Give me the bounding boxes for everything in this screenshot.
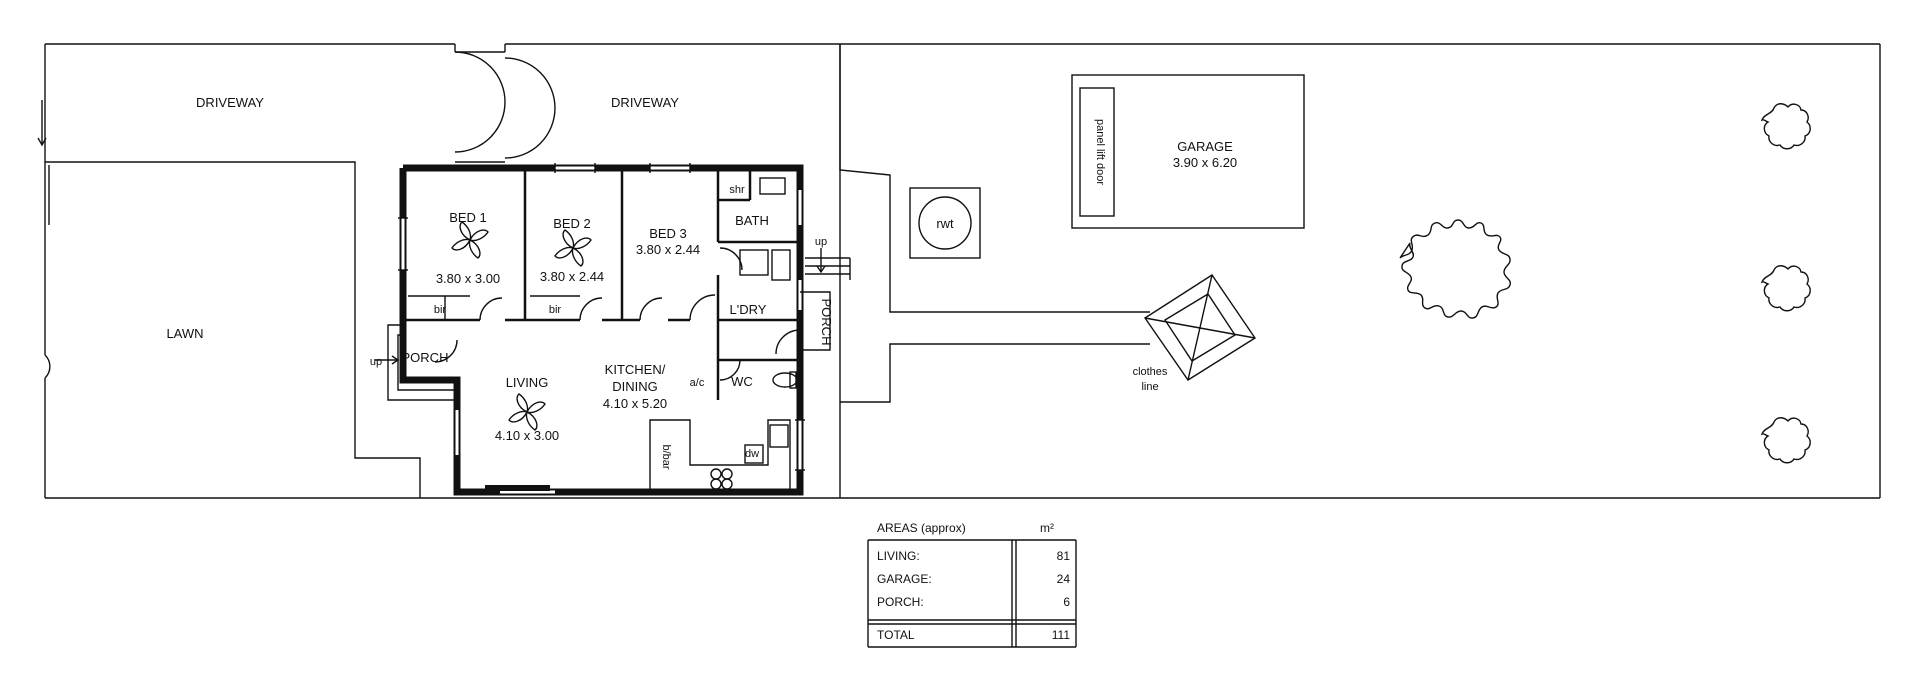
bed2-dimensions: 3.80 x 2.44 <box>540 269 604 284</box>
side-porch <box>800 248 851 351</box>
ceiling-fan-icon <box>451 221 489 259</box>
dining-label: DINING <box>612 379 658 394</box>
rwt-label: rwt <box>936 216 954 231</box>
wc-label: WC <box>731 374 753 389</box>
lawn-label: LAWN <box>166 326 203 341</box>
living-dimensions: 4.10 x 3.00 <box>495 428 559 443</box>
bath-label: BATH <box>735 213 769 228</box>
areas-total-value: 111 <box>1052 628 1071 642</box>
side-porch-up-label: up <box>815 236 827 248</box>
rainwater-tank <box>909 187 981 259</box>
front-porch <box>375 324 458 401</box>
shower-label: shr <box>729 184 745 196</box>
ceiling-fan-icon <box>554 229 592 267</box>
driveway-right-label: DRIVEWAY <box>611 95 679 110</box>
areas-table: AREAS (approx) m² LIVING: 81 GARAGE: 24 … <box>867 521 1077 648</box>
tree-icon <box>1760 265 1811 312</box>
driveway-left-label: DRIVEWAY <box>196 95 264 110</box>
front-porch-label: PORCH <box>402 350 449 365</box>
bed2-label: BED 2 <box>553 216 591 231</box>
front-porch-up-label: up <box>370 356 382 368</box>
areas-row-label: PORCH: <box>877 595 924 609</box>
yard-lines <box>839 44 1150 403</box>
dishwasher-label: dw <box>745 448 759 460</box>
areas-row-label: LIVING: <box>877 549 920 563</box>
tree-icon <box>1760 417 1811 464</box>
air-con-label: a/c <box>690 377 705 389</box>
garage-dimensions: 3.90 x 6.20 <box>1173 155 1237 170</box>
panel-lift-door-label: panel lift door <box>1094 119 1106 185</box>
house <box>398 163 805 496</box>
living-label: LIVING <box>506 375 549 390</box>
bed3-dimensions: 3.80 x 2.44 <box>636 242 700 257</box>
large-tree-icon <box>1399 219 1512 319</box>
clothes-label: clothes <box>1133 366 1168 378</box>
bir2-label: bir <box>549 304 562 316</box>
garage-label: GARAGE <box>1177 139 1233 154</box>
clothes-line-icon <box>1144 274 1256 381</box>
bed1-dimensions: 3.80 x 3.00 <box>436 271 500 286</box>
bed3-label: BED 3 <box>649 226 687 241</box>
breakfast-bar-label: b/bar <box>660 444 672 469</box>
tree-icon <box>1760 103 1811 150</box>
areas-row-value: 24 <box>1057 572 1071 586</box>
areas-heading: AREAS (approx) <box>877 521 966 535</box>
ceiling-fan-icon <box>508 393 546 431</box>
bed1-label: BED 1 <box>449 210 487 225</box>
areas-row-label: GARAGE: <box>877 572 932 586</box>
areas-row-value: 81 <box>1057 549 1071 563</box>
areas-unit: m² <box>1040 521 1054 535</box>
laundry-label: L'DRY <box>730 302 767 317</box>
kitchen-dimensions: 4.10 x 5.20 <box>603 396 667 411</box>
side-porch-label: PORCH <box>819 299 834 346</box>
kitchen-label: KITCHEN/ <box>605 362 666 377</box>
areas-total-label: TOTAL <box>877 628 915 642</box>
site-boundary <box>37 43 1881 499</box>
bir1-label: bir <box>434 304 447 316</box>
garage <box>1071 74 1305 229</box>
areas-row-value: 6 <box>1063 595 1070 609</box>
line-label: line <box>1141 381 1158 393</box>
